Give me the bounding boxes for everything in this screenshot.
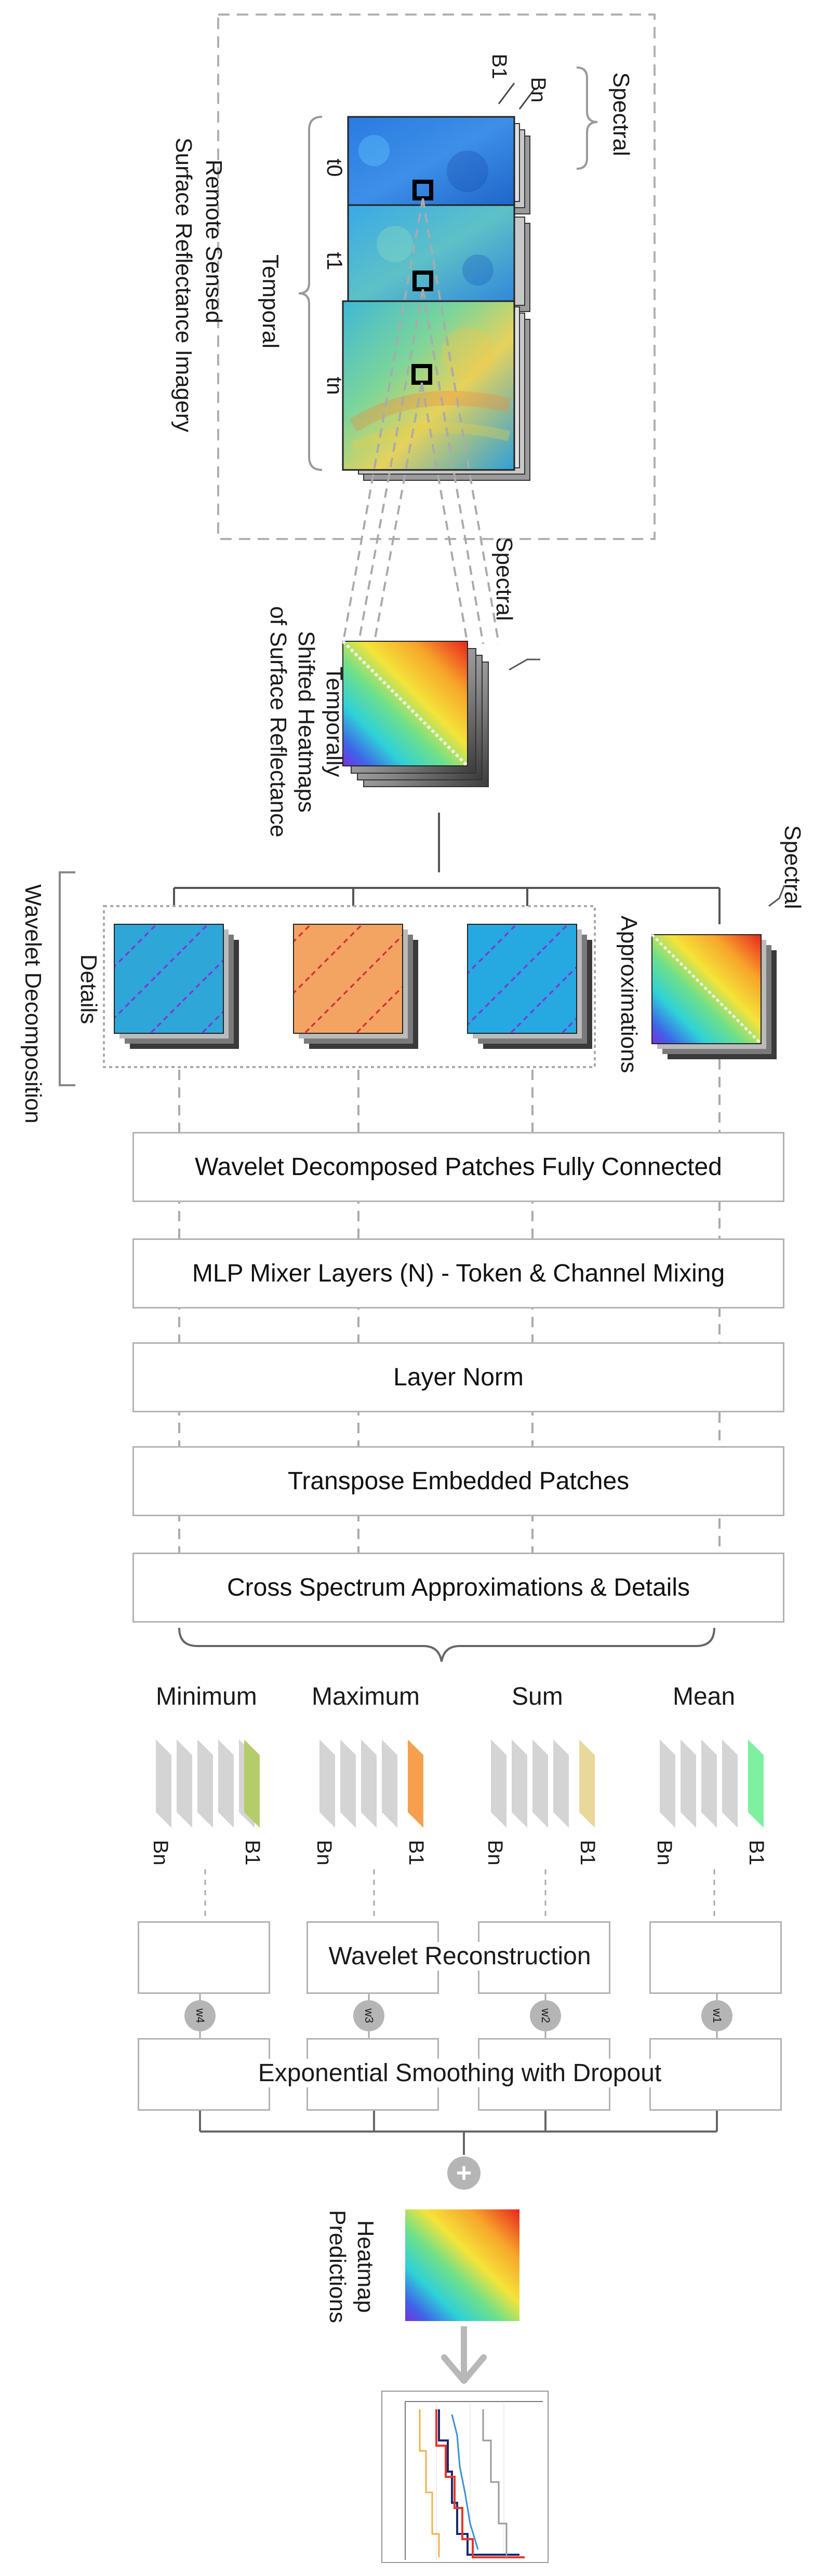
projection-lines — [342, 198, 500, 644]
stack-max-bn: Bn — [313, 1840, 336, 1866]
weight-circle-4: w1 — [701, 2000, 732, 2031]
heatmap-title-line2: Shifted Heatmaps — [294, 631, 319, 813]
band-label-bn: Bn — [527, 77, 550, 103]
prediction-title: Heatmap Predictions — [322, 2199, 379, 2334]
satellite-image-tn — [342, 300, 515, 471]
detail-tile-3 — [467, 924, 592, 1049]
pipeline-box-label: Transpose Embedded Patches — [287, 1467, 630, 1495]
pipeline-box-label: Cross Spectrum Approximations & Details — [227, 1574, 690, 1601]
stack-mean-bn: Bn — [653, 1840, 676, 1866]
reconstruction-box-1 — [138, 1921, 270, 1994]
time-label-tn: tn — [323, 376, 347, 395]
weight-circle-1: w4 — [184, 2000, 216, 2031]
temporal-brace — [298, 116, 323, 471]
aggregation-label-minimum: Minimum — [156, 1683, 257, 1710]
pipeline-box-label: Layer Norm — [393, 1364, 524, 1391]
aggregation-stack-minimum — [156, 1739, 260, 1828]
aggregation-stack-maximum — [319, 1739, 423, 1828]
heatmap-title: Temporally Shifted Heatmaps of Surface R… — [260, 602, 348, 841]
detail-tile-2 — [293, 924, 418, 1049]
satellite-texture — [349, 135, 511, 452]
spectral-brace-top — [576, 66, 598, 170]
heatmap-stack — [341, 640, 489, 787]
time-label-t1: t1 — [323, 252, 347, 271]
pipeline-box-layer-norm: Layer Norm — [132, 1342, 784, 1412]
input-title-line1: Remote Sensed — [201, 159, 226, 323]
input-title: Remote Sensed Surface Reflectance Imager… — [161, 138, 229, 433]
pipeline-box-mlp-mixer: MLP Mixer Layers (N) - Token & Channel M… — [132, 1238, 784, 1309]
weight-label: w1 — [711, 2008, 724, 2024]
pipeline-box-fully-connected: Wavelet Decomposed Patches Fully Connect… — [132, 1132, 784, 1202]
sum-symbol: + — [456, 2158, 472, 2188]
aggregation-stack-sum — [491, 1739, 595, 1828]
spectral-label-input: Spectral — [608, 72, 634, 156]
pipeline-box-label: MLP Mixer Layers (N) - Token & Channel M… — [192, 1260, 725, 1287]
smoothing-label: Exponential Smoothing with Dropout — [231, 2059, 688, 2087]
time-label-t0: t0 — [323, 158, 347, 177]
merge-lines — [199, 2111, 718, 2155]
reconstruction-label: Wavelet Reconstruction — [312, 1942, 608, 1971]
details-frame — [103, 905, 596, 1068]
weight-label: w3 — [363, 2008, 376, 2024]
pipeline-box-transpose: Transpose Embedded Patches — [132, 1446, 784, 1516]
weight-circle-2: w3 — [353, 2000, 384, 2031]
stack-min-bn: Bn — [149, 1840, 172, 1866]
stack-sum-b1: B1 — [576, 1840, 599, 1866]
prediction-title-line1: Heatmap — [353, 2220, 378, 2313]
heatmap-title-line3: of Surface Reflectance — [265, 606, 291, 838]
aggregation-brace — [178, 1627, 715, 1662]
details-label: Details — [76, 954, 101, 1024]
pipeline-box-label: Wavelet Decomposed Patches Fully Connect… — [195, 1153, 722, 1181]
pipeline-box-cross-spectrum: Cross Spectrum Approximations & Details — [132, 1553, 784, 1623]
stack-max-b1: B1 — [405, 1840, 428, 1866]
reconstruction-box-4 — [649, 1921, 782, 1994]
temporal-label: Temporal — [258, 254, 283, 348]
approximations-label: Approximations — [616, 915, 642, 1073]
wavelet-title: Wavelet Decomposition — [20, 884, 46, 1124]
detail-tile-1 — [114, 924, 239, 1049]
prediction-title-line2: Predictions — [325, 2210, 350, 2323]
approximation-tile — [651, 934, 777, 1059]
aggregation-stack-mean — [660, 1739, 764, 1828]
stack-mean-b1: B1 — [745, 1840, 768, 1866]
forecast-chart-thumbnail — [381, 2391, 549, 2563]
prediction-heatmap — [405, 2209, 519, 2321]
weight-label: w4 — [194, 2008, 207, 2024]
spectral-label-wavelet: Spectral — [780, 825, 805, 909]
weight-circle-3: w2 — [530, 2000, 561, 2031]
aggregation-label-mean: Mean — [673, 1683, 736, 1710]
heatmap-title-line1: Temporally — [322, 666, 347, 777]
sum-circle — [447, 2156, 481, 2190]
input-frame — [217, 14, 656, 540]
aggregation-label-maximum: Maximum — [312, 1683, 420, 1710]
band-label-b1: B1 — [488, 53, 511, 79]
aggregation-label-sum: Sum — [512, 1683, 563, 1710]
input-title-line2: Surface Reflectance Imagery — [171, 138, 196, 433]
spectral-label-heatmap: Spectral — [491, 537, 517, 621]
weight-label: w2 — [539, 2008, 552, 2024]
stack-sum-bn: Bn — [484, 1840, 507, 1866]
stack-min-b1: B1 — [241, 1840, 264, 1866]
